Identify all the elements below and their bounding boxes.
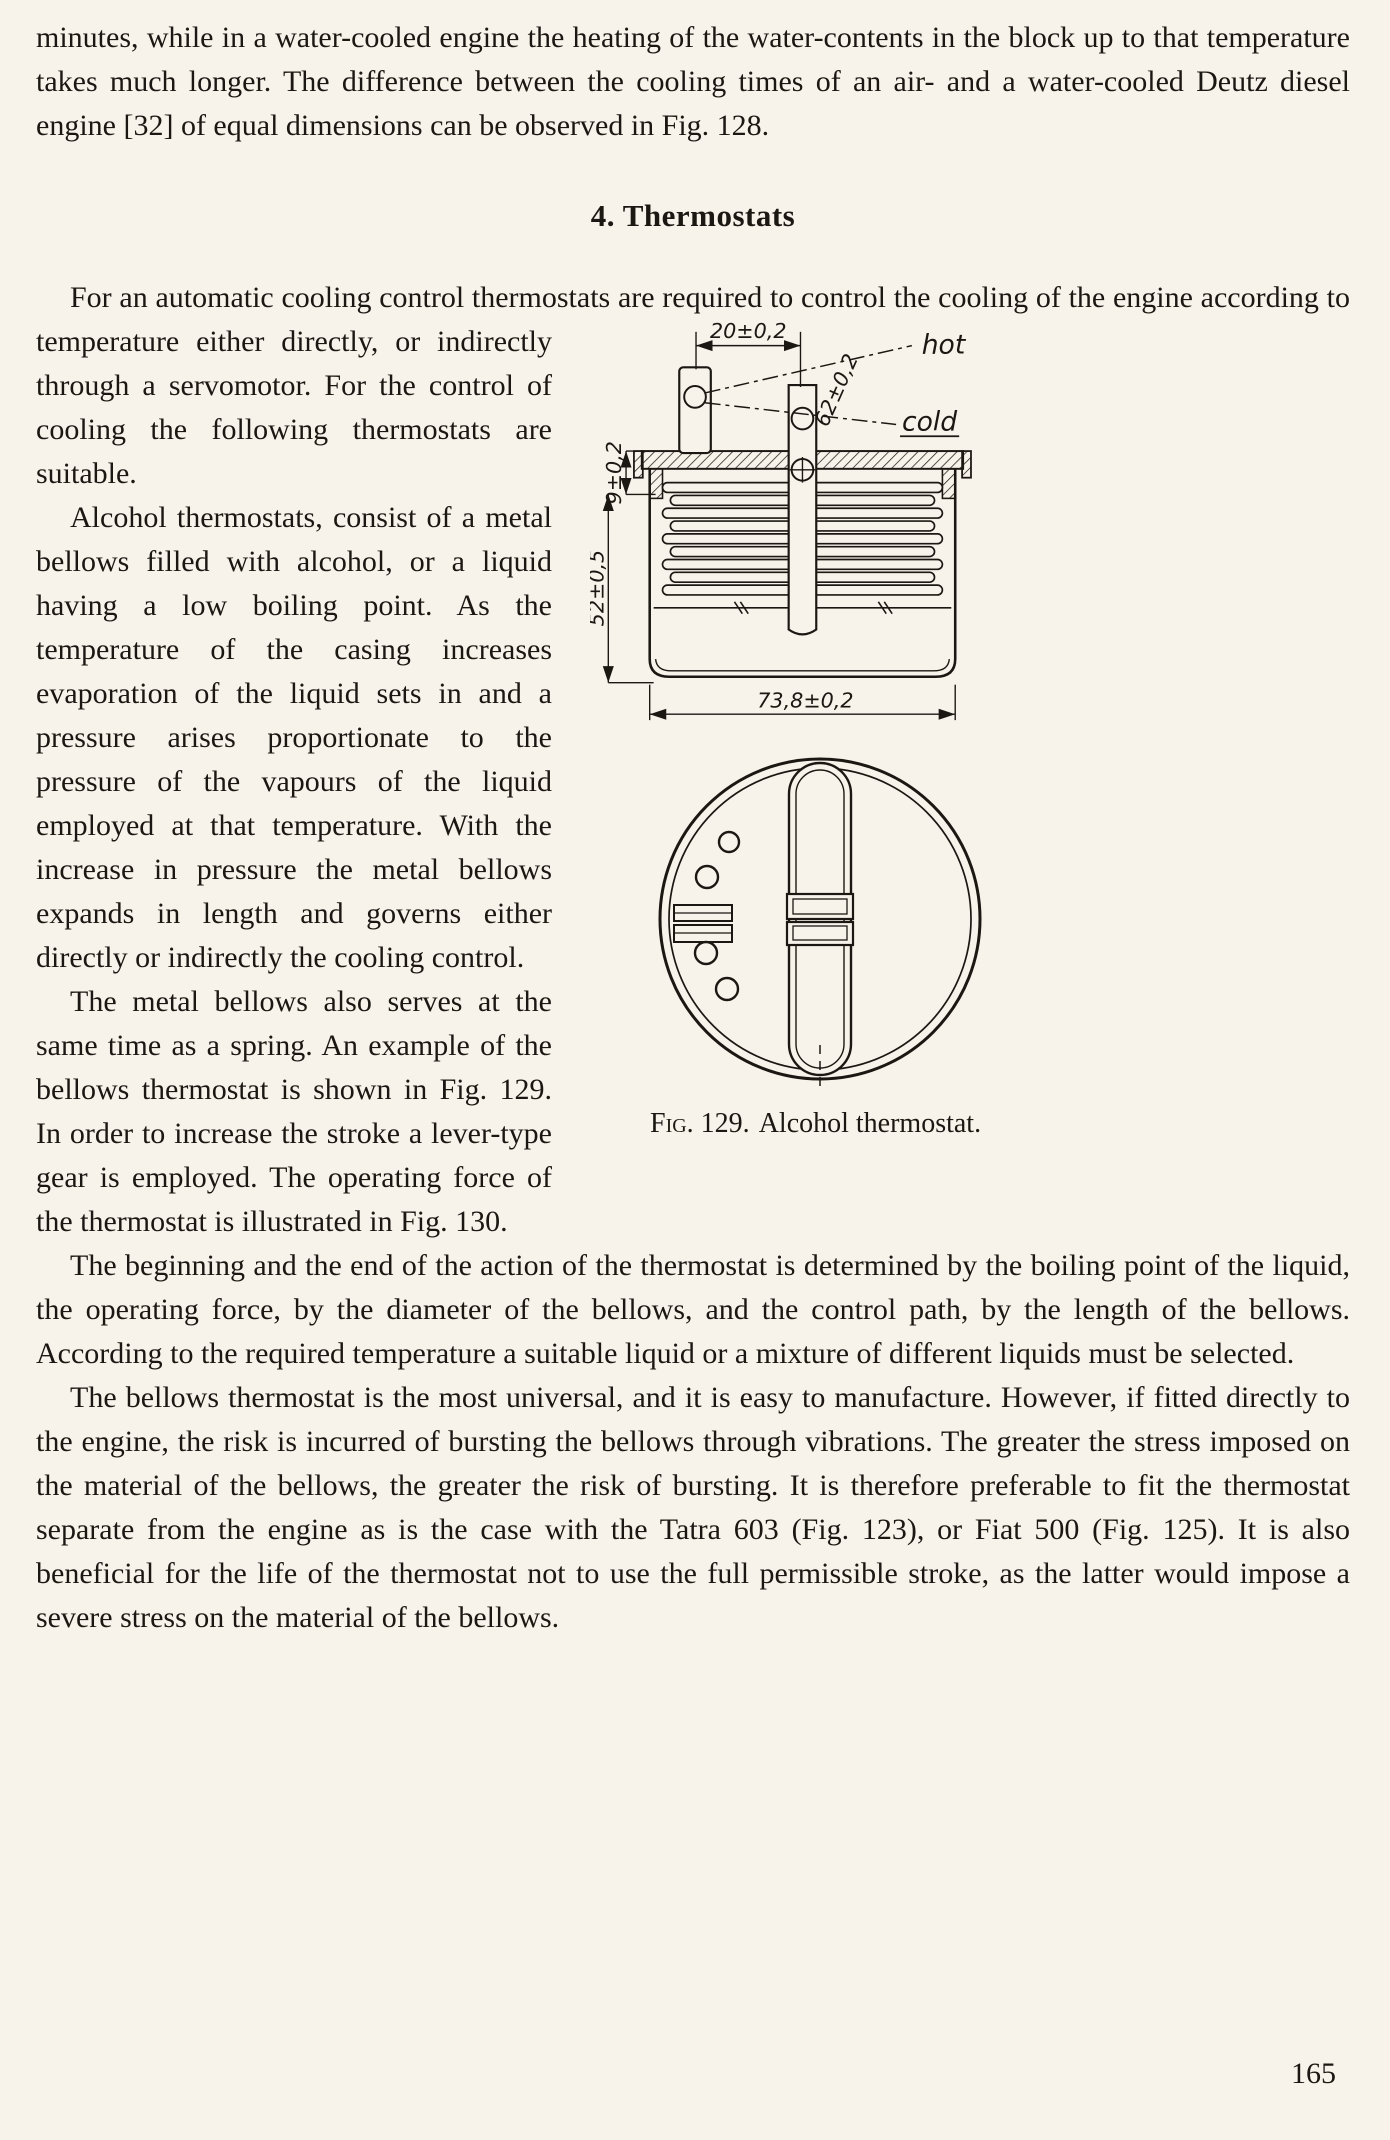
figure-caption-text: Alcohol thermostat. (758, 1108, 982, 1139)
casing-cup (648, 468, 957, 679)
paragraph-final: The bellows thermostat is the most unive… (36, 1381, 1350, 1634)
dimension-bottom: 73,8±0,2 (649, 684, 956, 721)
figure-caption-label: Fig. 129. (650, 1108, 750, 1139)
side-slots (673, 904, 733, 943)
dim-bottom-label: 73,8±0,2 (757, 688, 853, 712)
dimension-left-lower: 52±0,5 (590, 494, 654, 684)
mounting-holes (693, 830, 741, 1002)
center-slots (785, 892, 855, 947)
figure-caption: Fig. 129. Alcohol thermostat. (650, 1107, 1350, 1141)
intro-text-a: For an automatic cooling control thermos… (36, 281, 1350, 358)
paragraph-intro: For an automatic cooling control thermos… (36, 276, 1350, 1139)
intro-text-b: through a servomotor. For the control of… (36, 369, 552, 490)
paragraph-alcohol: Alcohol thermostats, consist of a metal … (36, 501, 552, 974)
left-stem (678, 366, 712, 455)
hot-label: hot (922, 330, 967, 361)
cold-label: cold (902, 406, 957, 437)
paragraph-bellows-spring: The metal bellows also serves at the sam… (36, 985, 552, 1238)
dimension-top: 20±0,2 (695, 320, 802, 388)
thermostat-topview-drawing (658, 757, 982, 1091)
dim-left-upper-label: 9±0,2 (602, 441, 626, 504)
right-stem (787, 383, 818, 636)
dim-diagonal-label: 62±0,2 (810, 350, 863, 430)
figure-129: 20±0,2 hot cold 62±0,2 9±0,2 (564, 320, 1350, 1172)
dim-left-lower-label: 52±0,5 (590, 550, 608, 627)
page-number: 165 (1291, 2057, 1336, 2090)
section-heading: 4. Thermostats (590, 198, 796, 233)
paragraph-continued: minutes, while in a water-cooled engine … (36, 21, 1350, 142)
dimension-left-upper: 9±0,2 (602, 441, 656, 504)
thermostat-section-drawing: 20±0,2 hot cold 62±0,2 9±0,2 (590, 320, 972, 721)
paragraph-action: The beginning and the end of the action … (36, 1249, 1350, 1370)
dim-top-label: 20±0,2 (710, 320, 787, 343)
